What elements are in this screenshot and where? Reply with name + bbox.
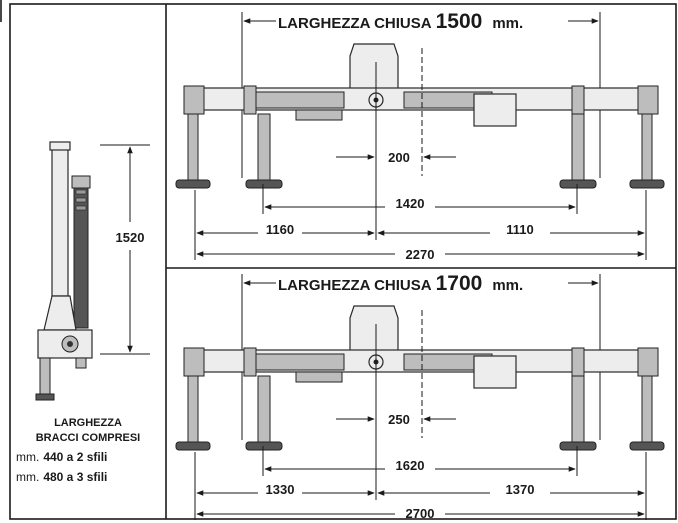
top-dim-left: 1160 xyxy=(266,222,294,237)
height-value: 1520 xyxy=(116,230,145,245)
bottom-dim-right: 1370 xyxy=(506,482,535,497)
side-caption-line1: LARGHEZZA xyxy=(54,417,122,429)
bottom-dim-left: 1330 xyxy=(266,482,295,497)
bottom-dim-center: 250 xyxy=(388,412,410,427)
height-dimension: 1520 xyxy=(100,144,150,355)
bottom-machine xyxy=(175,305,665,451)
bottom-dim-inner: 1620 xyxy=(396,458,425,473)
top-dim-center: 200 xyxy=(388,150,410,165)
width-2-sfili: mm.440 a 2 sfili xyxy=(16,450,107,464)
side-caption-line2: BRACCI COMPRESI xyxy=(36,432,141,444)
top-dim-total: 2270 xyxy=(406,247,435,262)
top-machine xyxy=(175,43,665,189)
top-dim-right: 1110 xyxy=(506,222,534,237)
bottom-dim-total: 2700 xyxy=(406,506,435,521)
top-dim-inner: 1420 xyxy=(396,196,425,211)
side-view-drawing xyxy=(35,141,93,401)
width-3-sfili: mm.480 a 3 sfili xyxy=(16,470,107,484)
